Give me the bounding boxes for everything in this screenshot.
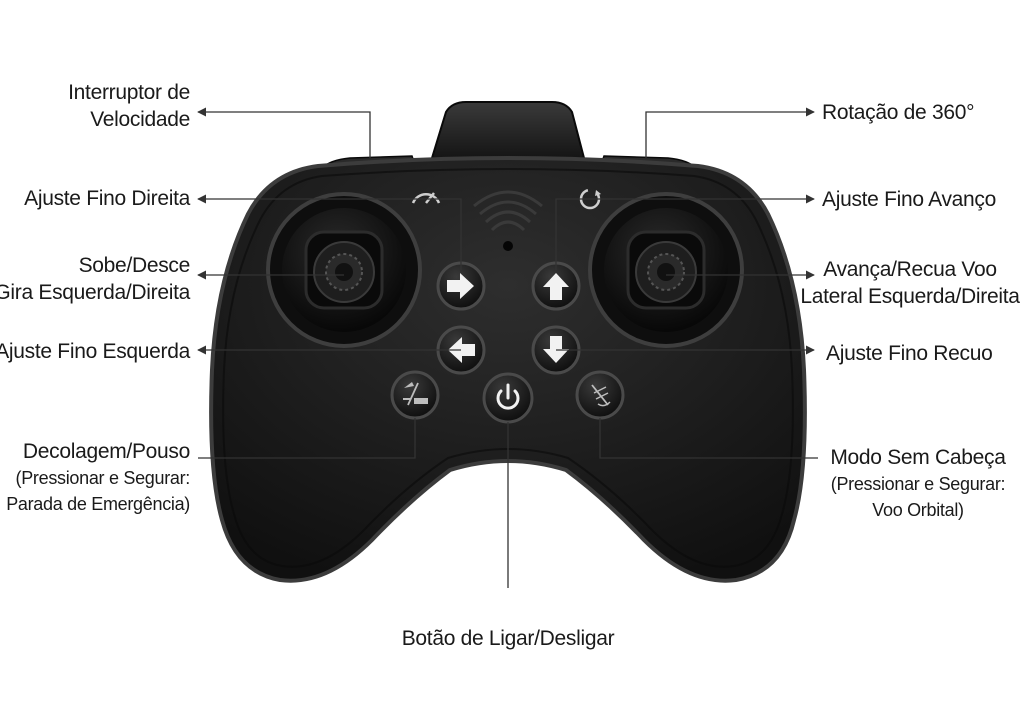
leader-takeoff (198, 418, 416, 459)
label-takeoff: Decolagem/Pouso (Pressionar e Segurar: P… (6, 440, 190, 514)
label-headless: Modo Sem Cabeça (Pressionar e Segurar: V… (830, 446, 1006, 520)
left-joystick[interactable] (266, 192, 422, 348)
label-forward-back: Avança/Recua Voo Lateral Esquerda/Direit… (800, 258, 1020, 308)
headless-mode-button[interactable] (575, 370, 625, 420)
label-trim-right: Ajuste Fino Direita (24, 187, 190, 210)
leader-lines (197, 107, 818, 588)
label-power: Botão de Ligar/Desligar (401, 627, 615, 650)
leader-speed (197, 107, 371, 158)
wireless-signal-icon (473, 190, 543, 251)
leader-flip (645, 107, 815, 158)
power-icon (496, 383, 520, 410)
label-trim-back: Ajuste Fino Recuo (826, 342, 993, 365)
controller-inner-rim (222, 168, 794, 568)
headless-mode-icon (591, 384, 611, 407)
takeoff-landing-button[interactable] (390, 370, 440, 420)
takeoff-landing-icon (403, 382, 428, 406)
leader-trim-right (197, 194, 462, 270)
label-up-down: Sobe/Desce Gira Esquerda/Direita (0, 254, 190, 304)
label-trim-left: Ajuste Fino Esquerda (0, 340, 190, 363)
power-button[interactable] (482, 372, 534, 424)
label-trim-forward: Ajuste Fino Avanço (822, 188, 996, 211)
label-speed-switch: Interruptor de Velocidade (68, 81, 190, 131)
leader-trim-forward (555, 194, 815, 270)
top-handle (430, 101, 586, 159)
leader-headless (599, 418, 818, 459)
right-joystick[interactable] (588, 192, 744, 348)
speedometer-icon (411, 192, 441, 204)
label-flip: Rotação de 360° (822, 101, 975, 124)
